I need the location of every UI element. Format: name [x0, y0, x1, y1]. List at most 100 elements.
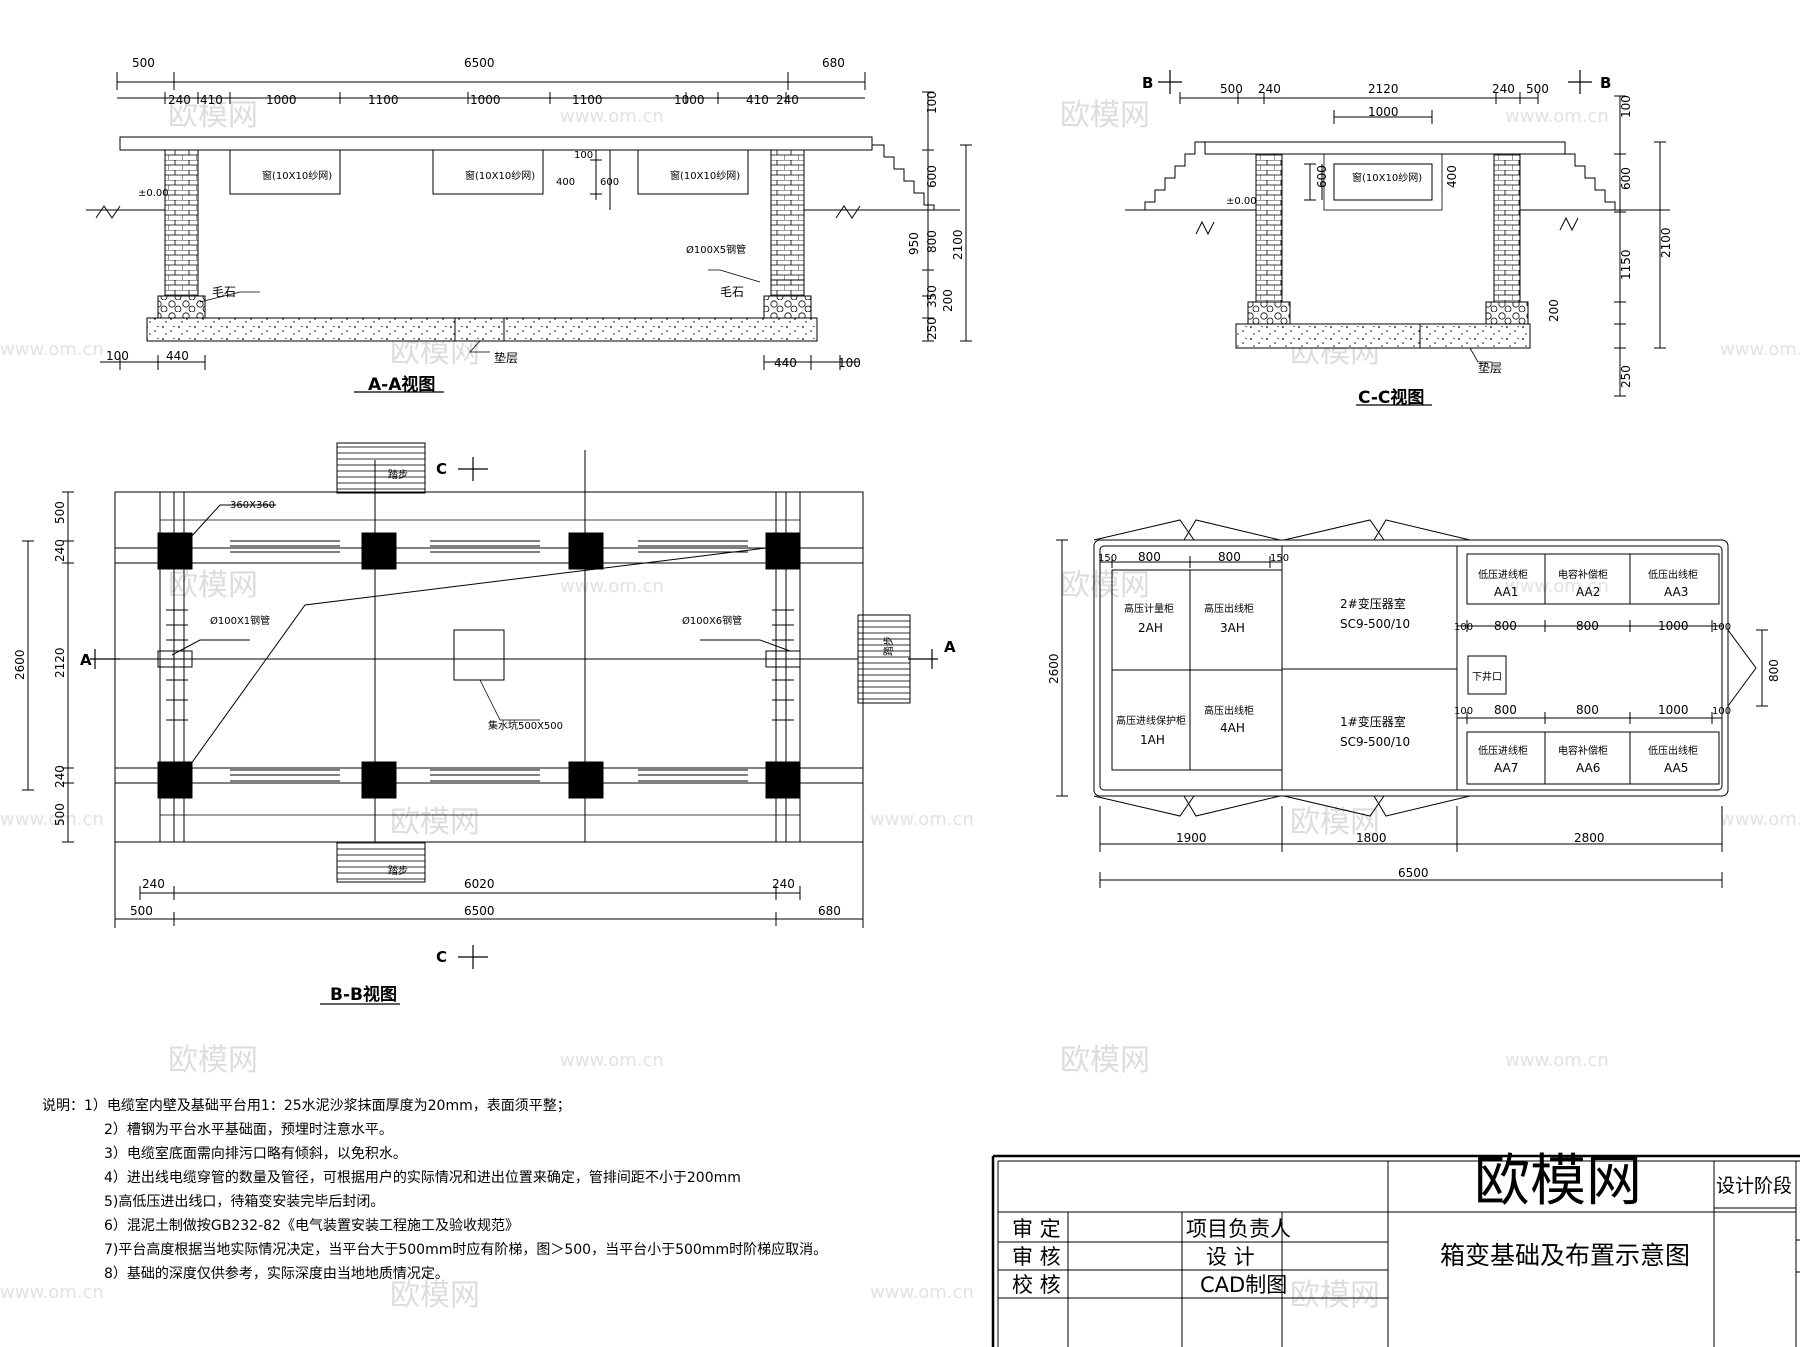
dim-text: 1000: [1368, 105, 1399, 119]
steel-pipe-label: Ø100X6钢管: [682, 614, 742, 627]
note-line: 3）电缆室底面需向排污口略有倾斜，以免积水。: [104, 1145, 407, 1162]
dim-text: 950: [907, 232, 921, 255]
dim-text: 800: [1218, 550, 1241, 564]
dim-text: 240: [53, 539, 67, 562]
dim-text: 600: [925, 165, 939, 188]
dim-text: 150: [1098, 553, 1117, 564]
dim-text: 800: [1494, 619, 1517, 633]
cabinet-name: 低压出线柜: [1648, 568, 1698, 581]
dim-text: 1100: [368, 93, 399, 107]
dim-text: 1000: [674, 93, 705, 107]
dim-text: 800: [925, 230, 939, 253]
watermark: www.om.cn: [0, 1282, 104, 1303]
window-label: 窗(10X10纱网): [1352, 171, 1422, 184]
note-line: 4）进出线电缆穿管的数量及管径，可根据用户的实际情况和进出位置来确定，管排间距不…: [104, 1169, 741, 1186]
watermark: 欧模网: [1290, 1278, 1380, 1313]
cabinet-code: 2AH: [1138, 621, 1163, 635]
level-mark: ±0.00: [138, 188, 169, 199]
bb-view: [22, 442, 938, 1005]
watermark: www.om.cn: [560, 576, 664, 597]
watermark: 欧模网: [168, 98, 258, 133]
cabinet-code: 1AH: [1140, 733, 1165, 747]
dim-text: 800: [1767, 659, 1781, 682]
dim-text: 250: [925, 317, 939, 340]
cabinet-code: AA7: [1494, 761, 1518, 775]
level-mark: ±0.00: [1226, 196, 1257, 207]
cabinet-name: 电容补偿柜: [1558, 744, 1608, 757]
dim-text: 100: [106, 349, 129, 363]
dim-text: 150: [1270, 553, 1289, 564]
dim-text: 6500: [464, 56, 495, 70]
dim-text: 680: [822, 56, 845, 70]
section-marker: A: [80, 651, 92, 669]
step-label: 踏步: [388, 864, 408, 877]
dim-text: 350: [925, 285, 939, 308]
dim-text: 400: [1445, 165, 1459, 188]
dim-text: 400: [556, 177, 575, 188]
transformer-model: SC9-500/10: [1340, 735, 1410, 749]
cabinet-name: 高压进线保护柜: [1116, 714, 1186, 727]
dim-text: 500: [132, 56, 155, 70]
watermark: www.om.cn: [0, 809, 104, 830]
cabinet-code: 3AH: [1220, 621, 1245, 635]
equipment-layout-text: 高压计量柜 2AH 高压出线柜 3AH 高压进线保护柜 1AH 高压出线柜 4A…: [1047, 550, 1781, 880]
cc-view-title: C-C视图: [1358, 387, 1424, 408]
dim-text: 240: [776, 93, 799, 107]
dim-text: 240: [1258, 82, 1281, 96]
cabinet-code: AA6: [1576, 761, 1600, 775]
dim-text: 1100: [572, 93, 603, 107]
dim-text: 1000: [1658, 619, 1689, 633]
design-stage-label: 设计阶段: [1716, 1175, 1792, 1197]
dim-text: 500: [1526, 82, 1549, 96]
dim-text: 2800: [1574, 831, 1605, 845]
note-line: 6）混泥土制做按GB232-82《电气装置安装工程施工及验收规范》: [104, 1217, 519, 1234]
dim-text: 800: [1494, 703, 1517, 717]
dim-text: 2100: [951, 229, 965, 260]
dim-text: 100: [1454, 706, 1473, 717]
section-marker: C: [436, 460, 447, 478]
dim-text: 410: [746, 93, 769, 107]
transformer-model: SC9-500/10: [1340, 617, 1410, 631]
dim-text: 440: [166, 349, 189, 363]
step-label: 踏步: [882, 636, 895, 656]
dim-text: 1150: [1619, 249, 1633, 280]
column-size-label: 360X360: [230, 500, 275, 511]
watermark: 欧模网: [1060, 568, 1150, 603]
logo-text: 欧模网: [1474, 1149, 1642, 1214]
watermark: 欧模网: [1060, 98, 1150, 133]
watermark: 欧模网: [168, 1043, 258, 1078]
cc-view: [1125, 70, 1670, 406]
cabinet-code: AA1: [1494, 585, 1518, 599]
dim-text: 100: [574, 150, 593, 161]
cabinet-name: 低压进线柜: [1478, 568, 1528, 581]
window-label: 窗(10X10纱网): [262, 169, 332, 182]
aa-view: [86, 72, 972, 393]
cabinet-code: AA3: [1664, 585, 1688, 599]
dim-text: 500: [53, 803, 67, 826]
manhole-label: 下井口: [1472, 670, 1502, 683]
bb-view-title: B-B视图: [330, 984, 397, 1005]
review-label: 审 核: [1012, 1245, 1061, 1269]
watermark: 欧模网: [390, 805, 480, 840]
role-label: 设 计: [1206, 1245, 1255, 1269]
cushion-label: 垫层: [1478, 360, 1502, 375]
dim-text: 1000: [266, 93, 297, 107]
dim-text: 500: [130, 904, 153, 918]
dim-text: 240: [772, 877, 795, 891]
dim-text: 600: [1619, 167, 1633, 190]
watermark: 欧模网: [1060, 1043, 1150, 1078]
dim-text: 440: [774, 356, 797, 370]
dim-text: 6500: [1398, 866, 1429, 880]
title-block: [991, 1154, 1800, 1347]
window-label: 窗(10X10纱网): [465, 169, 535, 182]
dim-text: 1900: [1176, 831, 1207, 845]
dim-text: 240: [142, 877, 165, 891]
cabinet-name: 电容补偿柜: [1558, 568, 1608, 581]
dim-text: 100: [1454, 622, 1473, 633]
steel-pipe-label: Ø100X1钢管: [210, 614, 270, 627]
dim-text: 6020: [464, 877, 495, 891]
dim-text: 2100: [1659, 227, 1673, 258]
watermark: 欧模网: [1290, 805, 1380, 840]
cabinet-code: 4AH: [1220, 721, 1245, 735]
dim-text: 100: [1712, 706, 1731, 717]
